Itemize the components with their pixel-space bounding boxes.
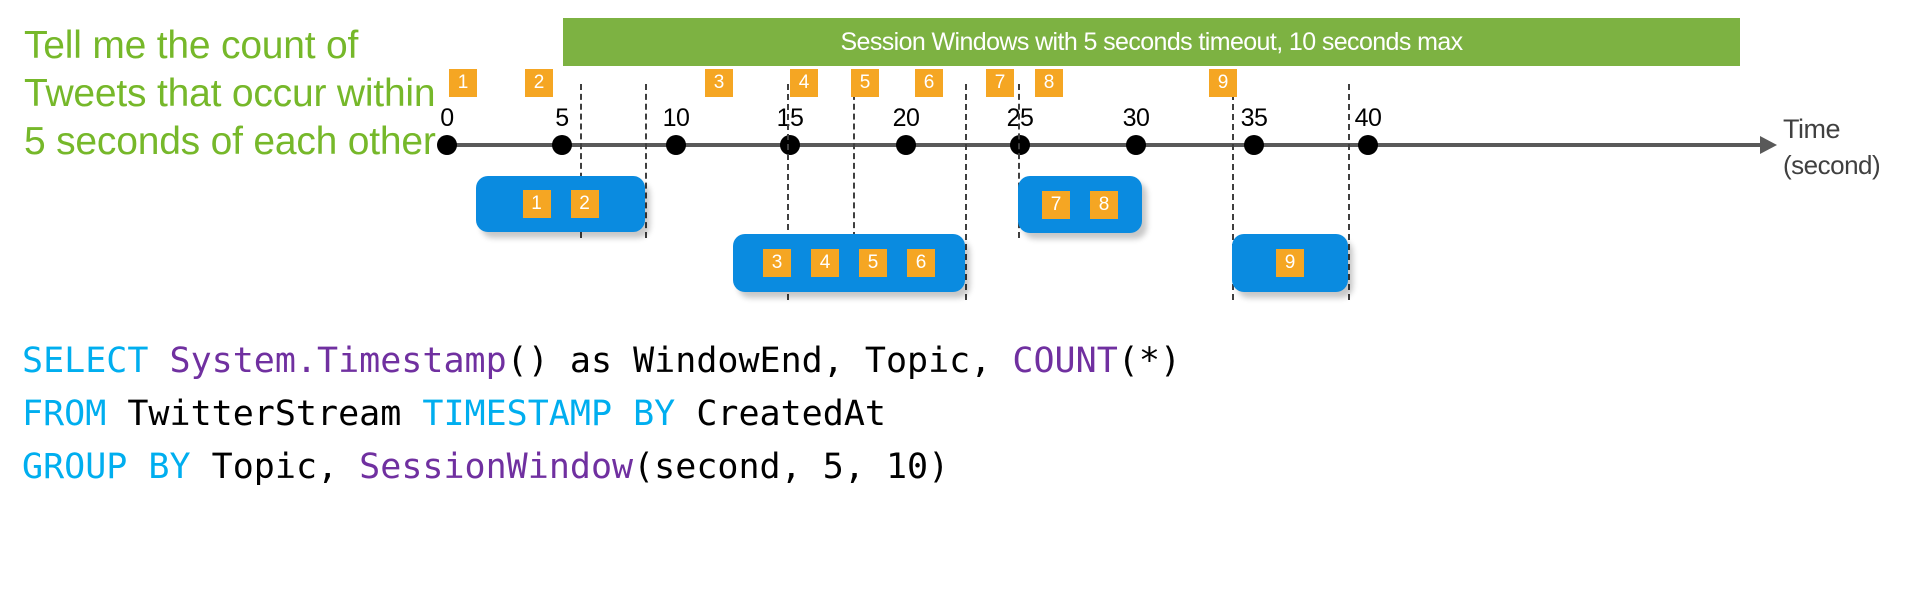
axis-tick-dot	[1244, 135, 1264, 155]
session-event-marker: 2	[570, 190, 599, 218]
session-event-marker: 8	[1090, 190, 1118, 219]
sql-token: (*)	[1117, 341, 1181, 381]
window-boundary-line	[1018, 84, 1020, 238]
axis-tick-label: 5	[555, 104, 569, 132]
sql-token: TwitterStream	[127, 394, 423, 434]
window-boundary-line	[965, 84, 967, 300]
axis-label-time: Time	[1783, 114, 1841, 144]
sql-query-block: SELECT System.Timestamp() as WindowEnd, …	[22, 335, 1181, 494]
session-event-marker: 4	[811, 249, 839, 277]
event-marker: 2	[525, 69, 553, 97]
sql-token: CreatedAt	[696, 394, 886, 434]
event-marker: 1	[449, 69, 477, 97]
window-boundary-line	[1232, 84, 1234, 300]
axis-tick-dot	[1010, 135, 1030, 155]
event-marker: 6	[915, 69, 943, 97]
event-marker: 3	[705, 69, 733, 97]
sql-token: () as WindowEnd, Topic,	[506, 341, 1013, 381]
sql-token: SessionWindow	[359, 447, 634, 487]
window-boundary-line	[580, 84, 582, 238]
session-event-marker: 6	[907, 249, 935, 277]
event-marker: 8	[1035, 69, 1063, 97]
sql-token: Topic,	[211, 447, 360, 487]
axis-tick-dot	[552, 135, 572, 155]
sql-token: GROUP BY	[22, 447, 212, 487]
sql-token: (second, 5, 10)	[633, 447, 950, 487]
sql-line: GROUP BY Topic, SessionWindow(second, 5,…	[22, 441, 1181, 494]
session-window-banner: Session Windows with 5 seconds timeout, …	[563, 18, 1740, 66]
axis-tick-label: 30	[1122, 104, 1150, 132]
event-marker: 7	[986, 69, 1014, 97]
axis-tick-label: 10	[662, 104, 690, 132]
window-boundary-line	[853, 84, 855, 238]
sql-token: SELECT	[22, 341, 170, 381]
axis-tick-dot	[896, 135, 916, 155]
event-marker: 4	[790, 69, 818, 97]
sql-token: System.Timestamp	[169, 341, 507, 381]
banner-label: Session Windows with 5 seconds timeout, …	[840, 27, 1463, 56]
axis-tick-label: 40	[1354, 104, 1382, 132]
event-marker: 9	[1209, 69, 1237, 97]
session-window-box: 9	[1232, 234, 1348, 292]
axis-tick-label: 15	[776, 104, 804, 132]
window-boundary-line	[787, 84, 789, 300]
timeline-axis	[447, 143, 1765, 147]
prompt-text: Tell me the count of Tweets that occur w…	[24, 24, 436, 163]
axis-tick-label: 20	[892, 104, 920, 132]
sql-token: TIMESTAMP BY	[422, 394, 697, 434]
axis-tick-dot	[437, 135, 457, 155]
session-event-marker: 1	[522, 190, 551, 218]
axis-label-unit: (second)	[1783, 150, 1881, 180]
sql-token: COUNT	[1012, 341, 1118, 381]
sql-token: FROM	[22, 394, 128, 434]
session-event-marker: 7	[1042, 190, 1070, 219]
window-boundary-line	[1348, 84, 1350, 300]
axis-tick-dot	[666, 135, 686, 155]
axis-tick-label: 25	[1006, 104, 1034, 132]
axis-tick-dot	[780, 135, 800, 155]
axis-tick-label: 0	[440, 104, 454, 132]
window-boundary-line	[645, 84, 647, 238]
event-marker: 5	[851, 69, 879, 97]
axis-arrow-icon	[1760, 136, 1777, 154]
session-event-marker: 3	[763, 249, 791, 277]
axis-tick-label: 35	[1240, 104, 1268, 132]
session-event-marker: 5	[859, 249, 887, 277]
session-event-marker: 9	[1276, 249, 1304, 277]
axis-tick-dot	[1126, 135, 1146, 155]
sql-line: FROM TwitterStream TIMESTAMP BY CreatedA…	[22, 388, 1181, 441]
sql-line: SELECT System.Timestamp() as WindowEnd, …	[22, 335, 1181, 388]
axis-tick-dot	[1358, 135, 1378, 155]
